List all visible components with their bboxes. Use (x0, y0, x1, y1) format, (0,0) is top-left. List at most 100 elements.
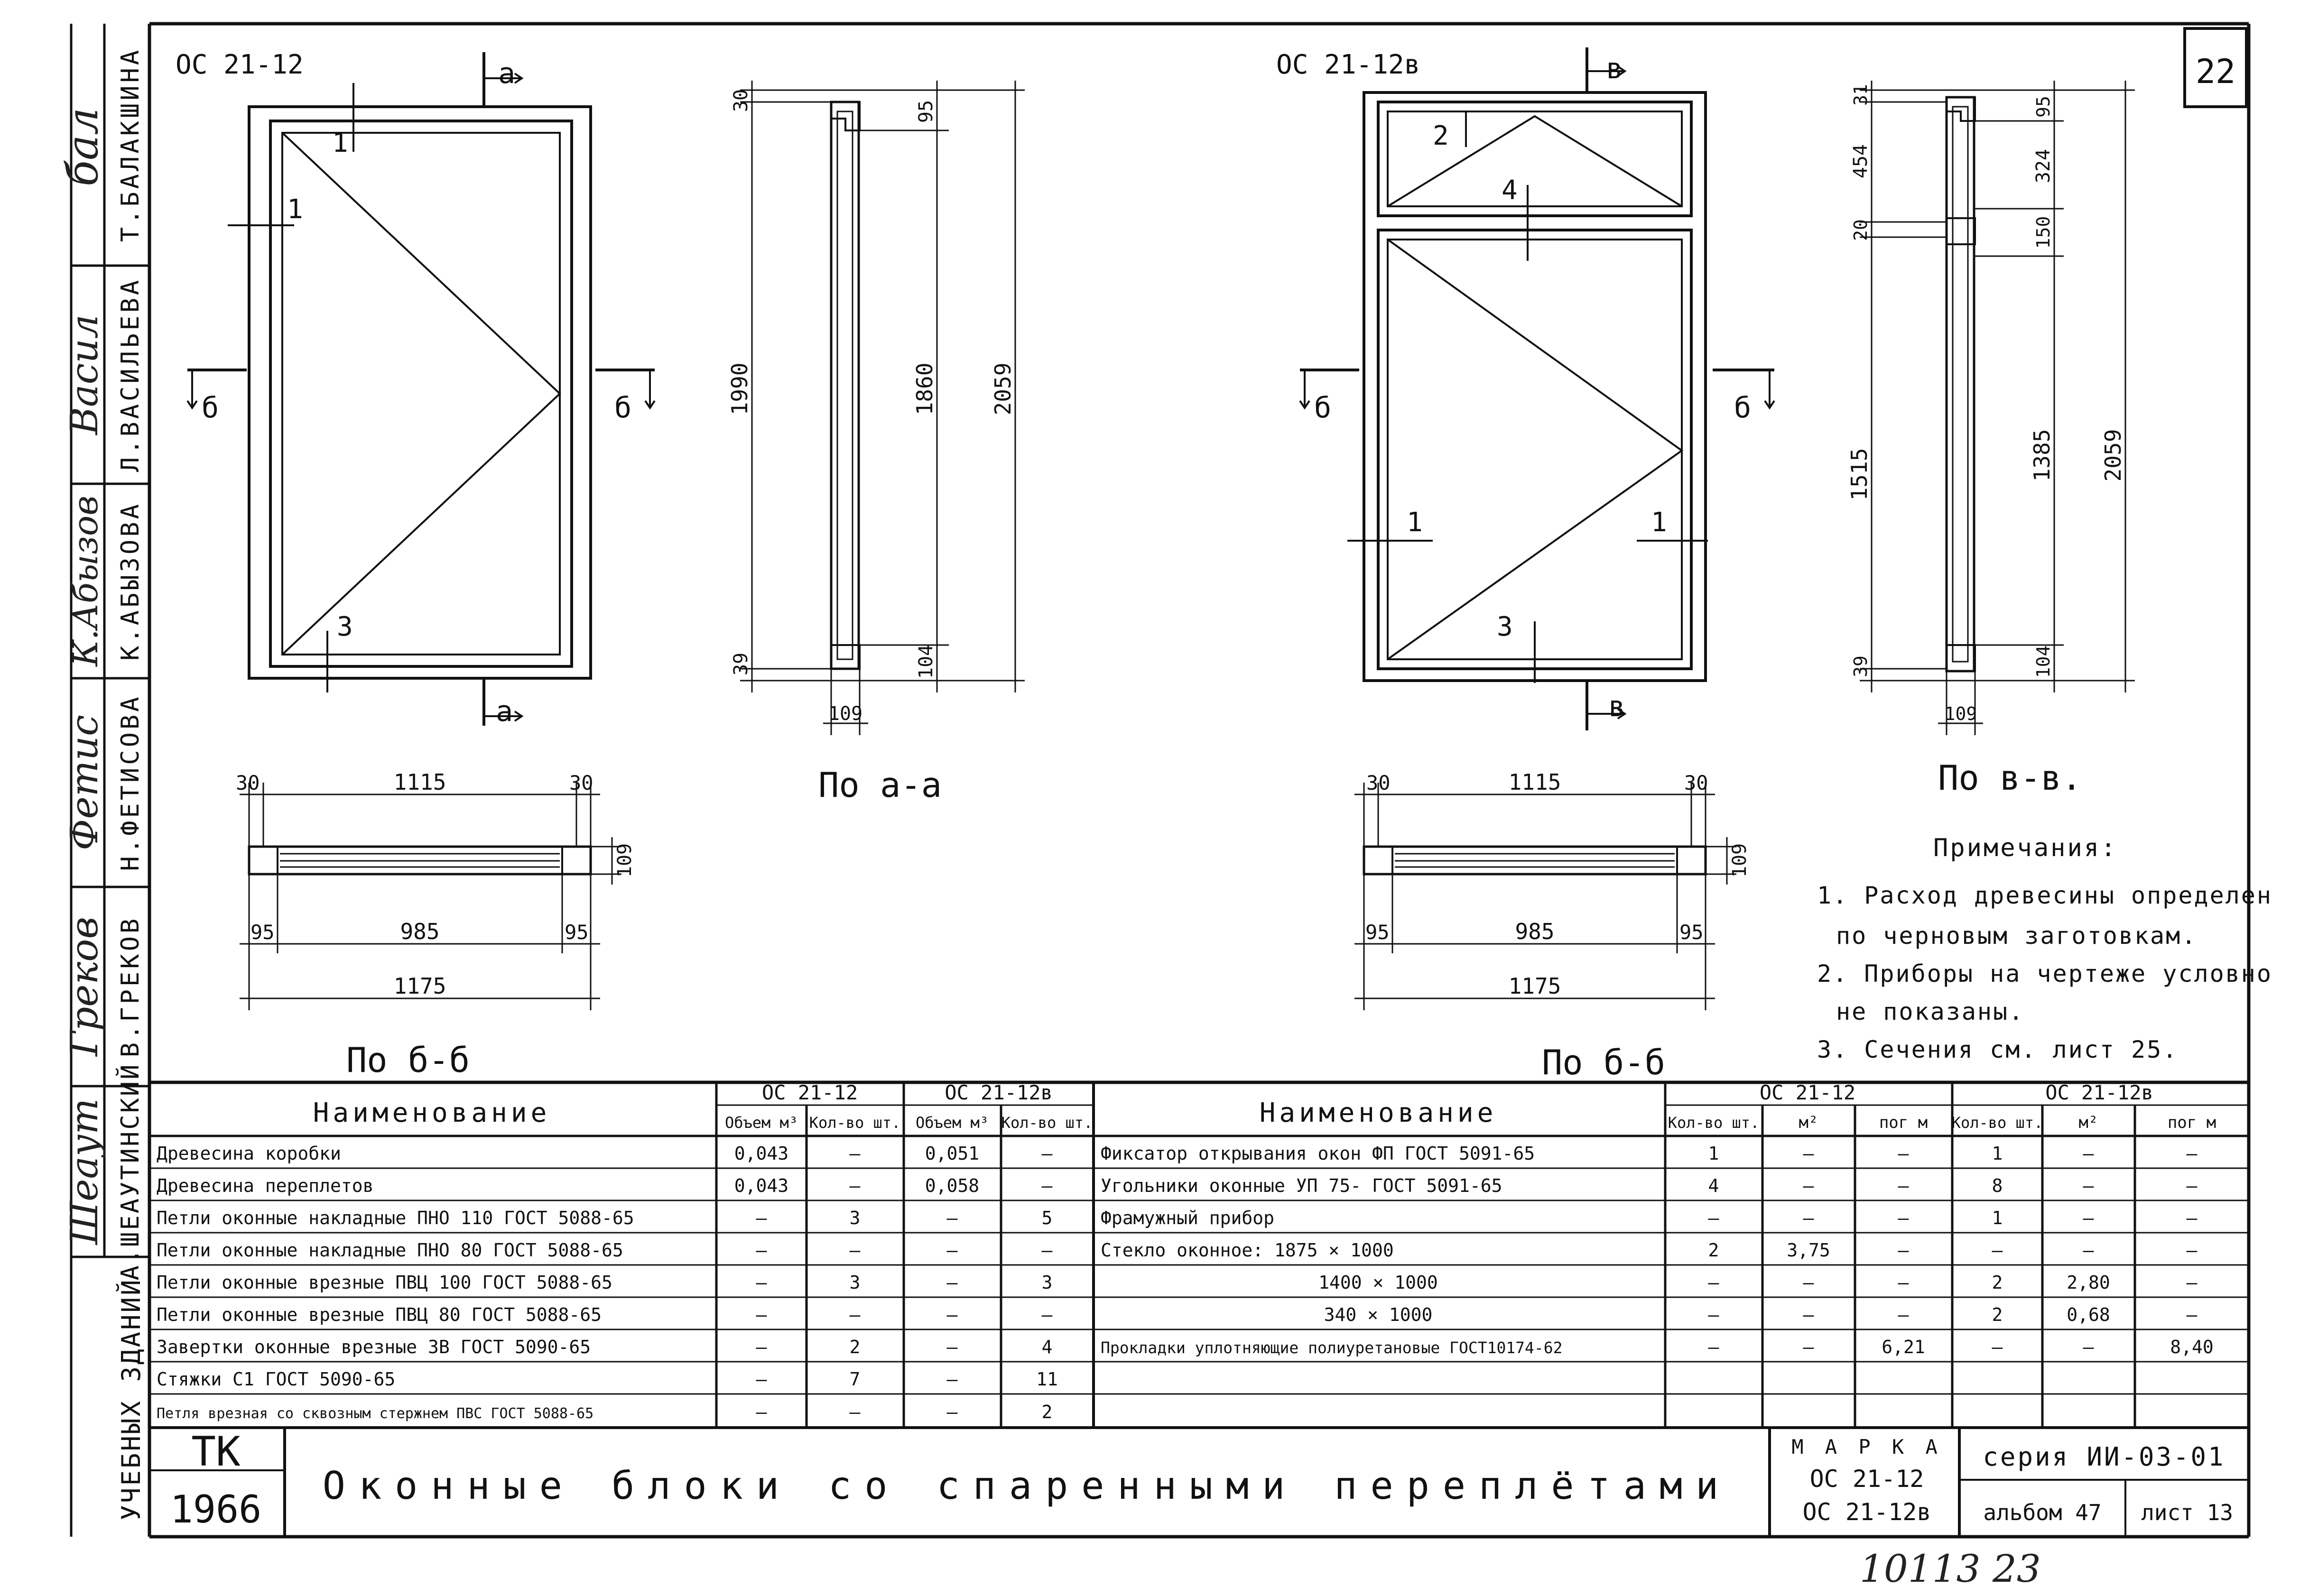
tl-row-8-v1: — (756, 1369, 767, 1390)
tl-row-4-v2: — (947, 1240, 958, 1261)
tr-sub-qty-a: Кол-во шт. (1668, 1114, 1760, 1132)
sheet-number-box: 22 (2183, 27, 2248, 108)
tr-row-7-a3: 6,21 (1882, 1337, 1925, 1357)
tl-row-5-name: Петли оконные врезные ПВЦ 100 ГОСТ 5088-… (157, 1272, 612, 1293)
cut-label-b-right: б (614, 391, 631, 424)
tr-row-6-name: 340 × 1000 (1324, 1304, 1433, 1325)
tr-group-b: ОС 21-12в (2045, 1081, 2153, 1104)
tr-row-5-name: 1400 × 1000 (1318, 1272, 1438, 1293)
tl-row-1-name: Древесина коробки (157, 1143, 341, 1164)
tl-sub-vol-a: Объем м³ (725, 1114, 798, 1132)
cut-label-b2-right: б (1734, 391, 1751, 424)
strip-name-3: К.АБЫЗОВА (116, 501, 145, 661)
note-line-3: 2. Приборы на чертеже условно (1817, 960, 2272, 987)
tr-row-7-name: Прокладки уплотняющие полиуретановые ГОС… (1101, 1338, 1563, 1357)
tr-sub-m2-a: м² (1799, 1113, 1818, 1132)
tl-sub-vol-b: Объем м³ (916, 1114, 989, 1132)
tl-row-1-v1: 0,043 (734, 1143, 788, 1164)
plan-left-dim-1115: 1115 (394, 769, 446, 795)
tl-row-1-q2: — (1042, 1143, 1053, 1164)
tl-row-9-q2: 2 (1042, 1402, 1053, 1422)
tl-row-3-q1: 3 (850, 1208, 861, 1228)
plan-right-dim-109: 109 (1729, 843, 1751, 877)
tl-row-4-v1: — (756, 1240, 767, 1261)
tr-row-3-b2: — (2083, 1208, 2094, 1228)
aa-dim-2059: 2059 (990, 363, 1016, 415)
tr-row-1-a1: 1 (1708, 1143, 1719, 1164)
tb-year: 1966 (170, 1487, 262, 1531)
note-line-4: не показаны. (1836, 998, 2024, 1025)
tr-sub-m2-b: м² (2079, 1113, 2098, 1132)
tl-row-3-v1: — (756, 1208, 767, 1228)
tr-row-3-b3: — (2187, 1208, 2198, 1228)
tb-list: лист 13 (2141, 1500, 2233, 1525)
tl-group-a: ОС 21-12 (762, 1081, 858, 1104)
vv-dim-39: 39 (1850, 655, 1871, 677)
tr-row-5-b2: 2,80 (2067, 1272, 2110, 1293)
plan-left-dim-985: 985 (400, 919, 439, 944)
tl-row-5-v1: — (756, 1272, 767, 1293)
position-1-top: 1 (332, 128, 348, 158)
plan-left-dim-30-r: 30 (569, 771, 593, 794)
notes: Примечания: 1. Расход древесины определе… (1817, 834, 2272, 1063)
plan-left-dim-95-r: 95 (565, 921, 589, 944)
tl-row-2-v1: 0,043 (734, 1175, 788, 1196)
tl-row-5-v2: — (947, 1272, 958, 1293)
vv-dim-1515: 1515 (1846, 448, 1872, 501)
tr-header-name: Наименование (1260, 1098, 1497, 1128)
tr-sub-pm-b: пог м (2168, 1113, 2216, 1132)
tl-row-3-q2: 5 (1042, 1208, 1053, 1228)
tr-row-2-a1: 4 (1708, 1175, 1719, 1196)
plan-right-dim-1175: 1175 (1509, 973, 1561, 999)
signature-4: Фетис (62, 715, 106, 850)
vv-dim-454: 454 (1850, 144, 1872, 178)
strip-name-1: Т.БАЛАКШИНА (116, 47, 145, 242)
tr-row-6-a1: — (1708, 1304, 1719, 1325)
vv-dim-95: 95 (2033, 96, 2054, 118)
position-2: 2 (1433, 120, 1449, 151)
sheet-frame (148, 22, 2251, 1539)
tl-row-2-q1: — (850, 1175, 861, 1196)
tl-row-1-v2: 0,051 (925, 1143, 979, 1164)
position-1-b-left: 1 (1407, 507, 1423, 538)
elevation-oc-21-12: ОС 21-12 а а (176, 49, 656, 728)
tl-row-2-name: Древесина переплетов (157, 1175, 374, 1196)
tr-row-2-name: Угольники оконные УП 75- ГОСТ 5091-65 (1101, 1175, 1502, 1196)
tr-row-4-a2: 3,75 (1787, 1240, 1830, 1261)
aa-dim-bot: 39 (730, 653, 752, 675)
tl-group-b: ОС 21-12в (945, 1081, 1053, 1104)
tr-row-4-name: Стекло оконное: 1875 × 1000 (1101, 1240, 1394, 1261)
tl-header-name: Наименование (313, 1098, 551, 1128)
tl-row-7-q1: 2 (850, 1337, 861, 1357)
tb-marka-1: ОС 21-12 (1810, 1465, 1924, 1493)
tr-row-6-b3: — (2187, 1304, 2198, 1325)
note-line-5: 3. Сечения см. лист 25. (1817, 1036, 2178, 1063)
vv-dim-150: 150 (2033, 216, 2054, 249)
vv-dim-104: 104 (2033, 646, 2054, 678)
tr-row-4-b3: — (2187, 1240, 2198, 1261)
tr-row-2-b1: 8 (1992, 1175, 2003, 1196)
tr-row-6-b1: 2 (1992, 1304, 2003, 1325)
tr-row-7-b3: 8,40 (2170, 1337, 2214, 1357)
elevation-b-title: ОС 21-12в (1276, 49, 1420, 80)
tr-row-3-a1: — (1708, 1208, 1719, 1228)
plan-right-dim-985: 985 (1515, 919, 1554, 944)
tb-marka-2: ОС 21-12в (1803, 1498, 1931, 1526)
note-line-2: по черновым заготовкам. (1836, 922, 2197, 950)
position-3: 3 (337, 611, 353, 642)
elevation-oc-21-12v: ОС 21-12в (1276, 47, 1775, 730)
tr-row-5-a1: — (1708, 1272, 1719, 1293)
tl-row-4-q1: — (850, 1240, 861, 1261)
strip-name-2: Л.ВАСИЛЬЕВА (116, 277, 145, 472)
cut-label-a-top: а (498, 57, 515, 90)
plan-right-dim-95-l: 95 (1365, 921, 1390, 944)
aa-dim-1990: 1990 (727, 363, 752, 415)
tr-row-1-b3: — (2187, 1143, 2198, 1164)
tr-row-7-b1: — (1992, 1337, 2003, 1357)
tl-row-8-q2: 11 (1036, 1369, 1058, 1390)
tr-sub-pm-a: пог м (1879, 1113, 1928, 1132)
tr-row-3-a3: — (1898, 1208, 1909, 1228)
tl-row-9-name: Петля врезная со сквозным стержнем ПВС Г… (157, 1405, 593, 1422)
vv-caption: По в-в. (1938, 758, 2082, 798)
